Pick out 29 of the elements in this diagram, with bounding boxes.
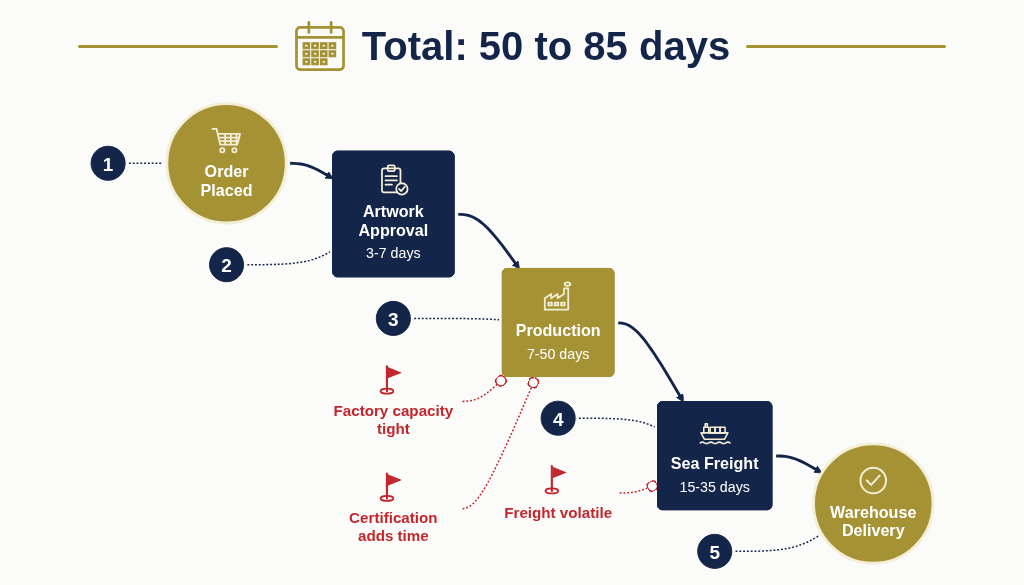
step-name: Sea Freight (670, 454, 759, 474)
leader-line (461, 376, 540, 510)
step-name: Artwork Approval (357, 202, 430, 242)
arrow (618, 321, 684, 403)
duration-label: 7-50 days (526, 344, 590, 363)
risk-note: Certification adds time (348, 509, 439, 546)
step-number: 4 (552, 409, 564, 429)
step-name: Production (515, 321, 601, 341)
duration-label: 15-35 days (679, 477, 750, 496)
step-number: 5 (709, 542, 720, 562)
arrow (776, 454, 823, 474)
risk-note: Factory capacity tight (332, 401, 455, 439)
leader-line (461, 374, 507, 403)
connector-line (734, 535, 820, 553)
leader-line (618, 480, 659, 494)
step-name: Order Placed (199, 163, 254, 202)
step-number: 1 (102, 154, 114, 174)
connector-line (246, 251, 331, 266)
step-number: 3 (388, 309, 399, 329)
connector-line (413, 317, 500, 321)
arrow (290, 161, 334, 180)
connector-line (128, 162, 164, 165)
risk-note: Freight volatile (504, 503, 613, 522)
arrow (458, 212, 520, 270)
duration-label: 3-7 days (366, 244, 421, 263)
connector-line (578, 417, 656, 428)
step-name: Warehouse Delivery (829, 503, 918, 542)
step-number: 2 (221, 255, 232, 275)
title: Total: 50 to 85 days (361, 23, 731, 69)
